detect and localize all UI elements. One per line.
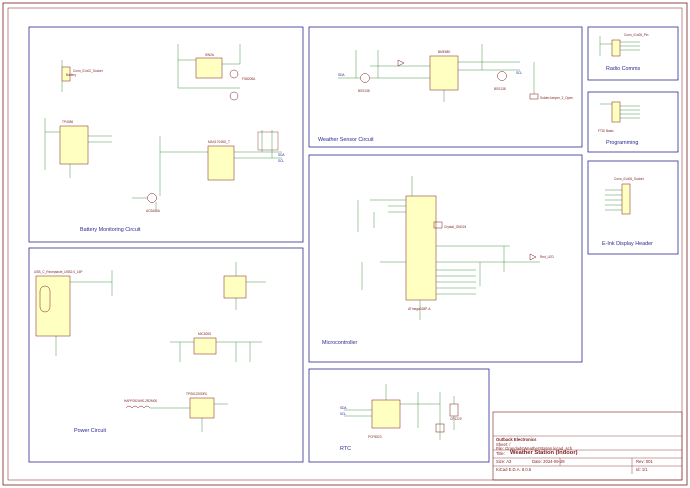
ap2112-symbol	[193, 337, 217, 355]
ap2112-label: MIC5205	[198, 332, 211, 336]
weather-sda-label: SDA	[338, 73, 345, 77]
pullup-resistors-box	[257, 131, 279, 151]
title-block-id: Id: 1/1	[636, 467, 648, 472]
sw2a-label: SW2A	[205, 53, 215, 57]
usb-c-port-icon	[39, 285, 51, 313]
max17048-label: MAX17048G_T	[208, 140, 230, 144]
eink-block-title: E-Ink Display Header	[602, 241, 653, 247]
led-label: Red_LED	[540, 255, 555, 259]
title-block-rev: Rev: 001	[636, 459, 653, 464]
power-block-title: Power Circuit	[74, 428, 107, 434]
bss138-q2-icon	[497, 71, 507, 81]
ao3400a-mosfet-icon	[147, 193, 157, 203]
atmega328p-symbol	[405, 195, 437, 301]
title-block-title-prefix: Title:	[496, 451, 505, 456]
radio-conn-label: Conn_01x06_Pin	[624, 33, 649, 37]
eink-block-frame	[587, 160, 679, 255]
programming-block-title: Programming	[606, 140, 639, 146]
weather-block-title: Weather Sensor Circuit	[318, 137, 374, 143]
title-block-kicad: KiCad E.D.A. 8.0.5	[496, 467, 532, 472]
eink-conn-label: Conn_01x06_Socket	[614, 177, 644, 181]
programming-block-frame	[587, 91, 679, 153]
rtc-sda-label: SDA	[340, 406, 347, 410]
atmega-label: ATmega328P-A	[408, 307, 431, 311]
bss138-q2-label: BSS138	[494, 87, 506, 91]
battery-scl-label: SCL	[278, 159, 284, 163]
battery-connector-symbol	[61, 66, 71, 82]
bme680-symbol	[429, 55, 459, 91]
bme680-label: BME680	[438, 50, 450, 54]
eink-connector-symbol	[621, 183, 631, 215]
battery-label: Battery	[66, 73, 77, 77]
ftdi-label: FTDI Basic	[598, 129, 614, 133]
battery-sda-label: SDA	[278, 153, 285, 157]
solder-jumper-label: SolderJumper_2_Open	[540, 96, 573, 100]
radio-connector-symbol	[611, 39, 621, 57]
coin-cell-icon	[449, 403, 459, 417]
pcf8523-symbol	[371, 399, 401, 429]
bss138-q1-icon	[360, 73, 370, 83]
title-block-size: Size: A3	[496, 459, 512, 464]
battery-block-title: Battery Monitoring Circuit	[80, 227, 141, 233]
title-block-file: File: GrandadsWeatherStation.kicad_sch	[496, 446, 573, 451]
fs8205a-label: FS8205A	[242, 77, 256, 81]
title-block-company: Outback Electronics	[496, 437, 537, 442]
max17048-symbol	[207, 145, 235, 181]
sheet-frame-inner	[7, 7, 683, 481]
coin-cell-label: CR1220	[450, 417, 462, 421]
title-block-sheet: Sheet: /	[496, 442, 511, 447]
usb-c-label: USB_C_Receptacle_USB2.0_16P	[34, 270, 83, 274]
micro-block-frame	[308, 154, 583, 363]
led-icon	[529, 253, 537, 261]
tp4056-label: TP4056	[62, 120, 73, 124]
radio-block-title: Radio Comms	[606, 66, 641, 72]
battery-block-frame	[28, 26, 304, 243]
ao3400a-label: AO3400A	[146, 209, 161, 213]
title-block-date: Date: 2024-09-28	[532, 459, 565, 464]
fs8205a-mosfet-2-icon	[229, 91, 239, 101]
weather-diode-icon	[397, 59, 405, 67]
micro-block-title: Microcontroller	[322, 340, 358, 346]
solder-jumper-icon	[529, 93, 539, 100]
weather-scl-label: SCL	[516, 71, 522, 75]
title-block-frame	[492, 411, 683, 481]
power-block-frame	[28, 247, 304, 463]
tp4056-symbol	[59, 125, 89, 165]
rtc-scl-label: SCL	[340, 412, 346, 416]
battery-conn-label: Conn_01x02_Socket	[73, 69, 103, 73]
crystal-symbol	[433, 221, 443, 229]
weather-block-frame	[308, 26, 583, 148]
inductor-icon	[125, 405, 151, 409]
pcf8523-label: PCF8523	[368, 435, 382, 439]
fs8205a-mosfet-icon	[229, 69, 239, 79]
rtc-cap-icon	[435, 423, 445, 433]
sw2a-symbol	[195, 57, 223, 79]
ftdi-connector-symbol	[611, 101, 621, 123]
title-block-title: Weather Station (Indoor)	[510, 450, 578, 456]
bss138-q1-label: BSS138	[358, 89, 370, 93]
tps61220-label: TPS61220DRL	[186, 392, 208, 396]
tps61220-symbol	[189, 397, 215, 419]
inductor-label: HAPF0524HS-2R2M00	[124, 399, 157, 403]
rtc-block-frame	[308, 368, 490, 463]
crystal-label: Crystal_GND24	[444, 225, 467, 229]
mic5205-symbol	[223, 275, 247, 299]
usb-c-symbol	[35, 275, 71, 337]
radio-block-frame	[587, 26, 679, 81]
rtc-block-title: RTC	[340, 446, 351, 452]
